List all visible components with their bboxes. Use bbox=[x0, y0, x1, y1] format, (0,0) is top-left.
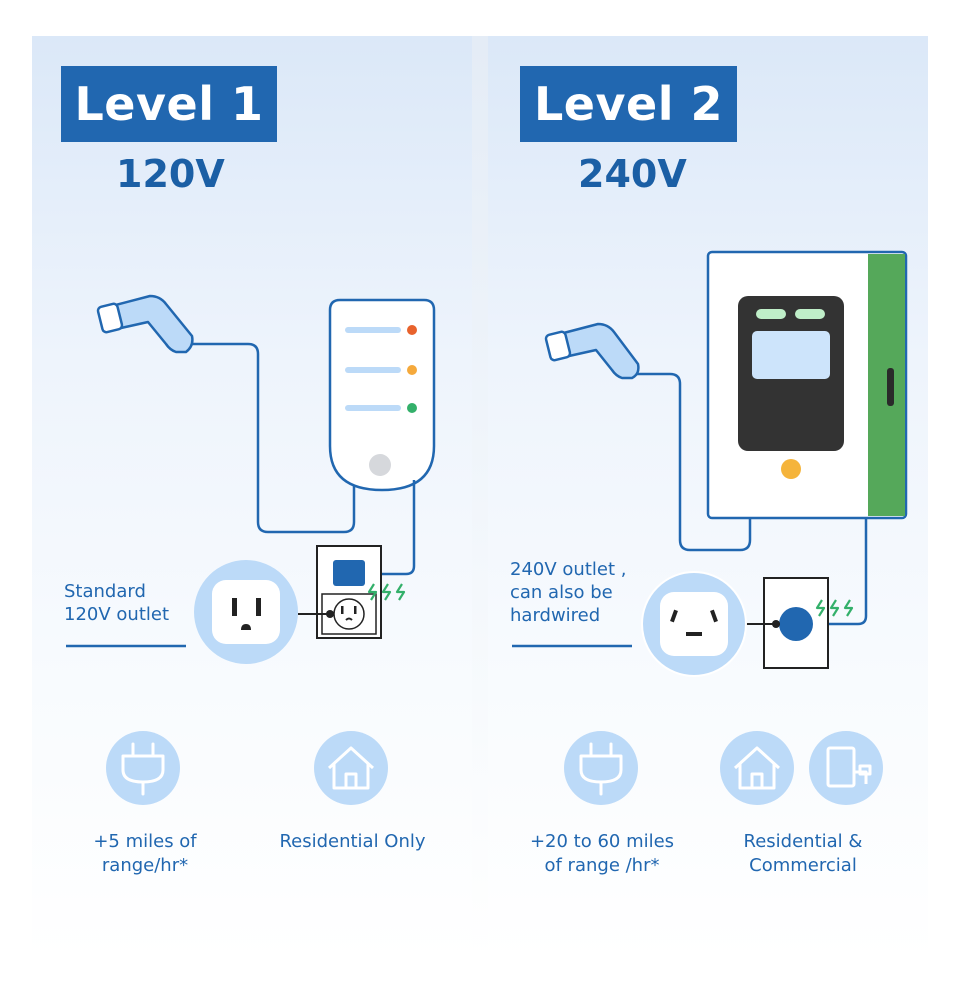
level1-wall-box-icon bbox=[316, 545, 382, 639]
level2-outlet-caption-line3: hardwired bbox=[510, 605, 601, 626]
level2-outlet-caption-line1: 240V outlet , bbox=[510, 559, 627, 580]
level2-range-line2: of range /hr* bbox=[544, 855, 660, 876]
level1-range-line1: +5 miles of bbox=[93, 831, 197, 852]
level2-use-label: Residential & Commercial bbox=[705, 830, 901, 878]
house-icon bbox=[314, 731, 388, 805]
level1-charger-unit-icon bbox=[328, 298, 436, 492]
level2-range-label: +20 to 60 miles of range /hr* bbox=[510, 830, 694, 878]
house-icon bbox=[720, 731, 794, 805]
level2-voltage: 240V bbox=[578, 152, 687, 196]
level2-outlet-icon bbox=[641, 571, 747, 677]
panel-divider bbox=[472, 36, 488, 960]
commercial-charger-icon bbox=[809, 731, 883, 805]
level1-outlet-caption-line2: 120V outlet bbox=[64, 604, 170, 625]
level2-outlet-caption-line2: can also be bbox=[510, 582, 613, 603]
level1-charging-cable-icon bbox=[190, 342, 356, 534]
level1-voltage: 120V bbox=[116, 152, 225, 196]
level2-electricity-icon bbox=[815, 599, 854, 617]
level1-electricity-icon bbox=[367, 583, 406, 601]
level1-range-line2: range/hr* bbox=[101, 855, 189, 876]
level2-range-line1: +20 to 60 miles bbox=[529, 831, 675, 852]
level2-use-line1: Residential & bbox=[743, 831, 863, 852]
level2-outlet-caption: 240V outlet , can also be hardwired bbox=[510, 558, 670, 627]
plug-icon bbox=[564, 731, 638, 805]
level1-panel bbox=[32, 36, 472, 960]
level2-use-line2: Commercial bbox=[749, 855, 857, 876]
level1-range-label: +5 miles of range/hr* bbox=[60, 830, 230, 878]
level1-outlet-caption-line1: Standard bbox=[64, 581, 146, 602]
plug-icon bbox=[106, 731, 180, 805]
level2-wall-box-icon bbox=[763, 577, 829, 669]
level2-charging-cable-icon bbox=[634, 372, 752, 552]
level1-use-label: Residential Only bbox=[279, 831, 426, 852]
level2-charger-unit-icon bbox=[706, 250, 908, 520]
level1-outlet-caption: Standard 120V outlet bbox=[64, 580, 214, 626]
level2-title: Level 2 bbox=[520, 66, 737, 142]
level1-connector-icon bbox=[96, 294, 194, 354]
level1-outlet-icon bbox=[194, 560, 298, 664]
level1-title: Level 1 bbox=[61, 66, 277, 142]
level2-connector-icon bbox=[544, 322, 640, 380]
